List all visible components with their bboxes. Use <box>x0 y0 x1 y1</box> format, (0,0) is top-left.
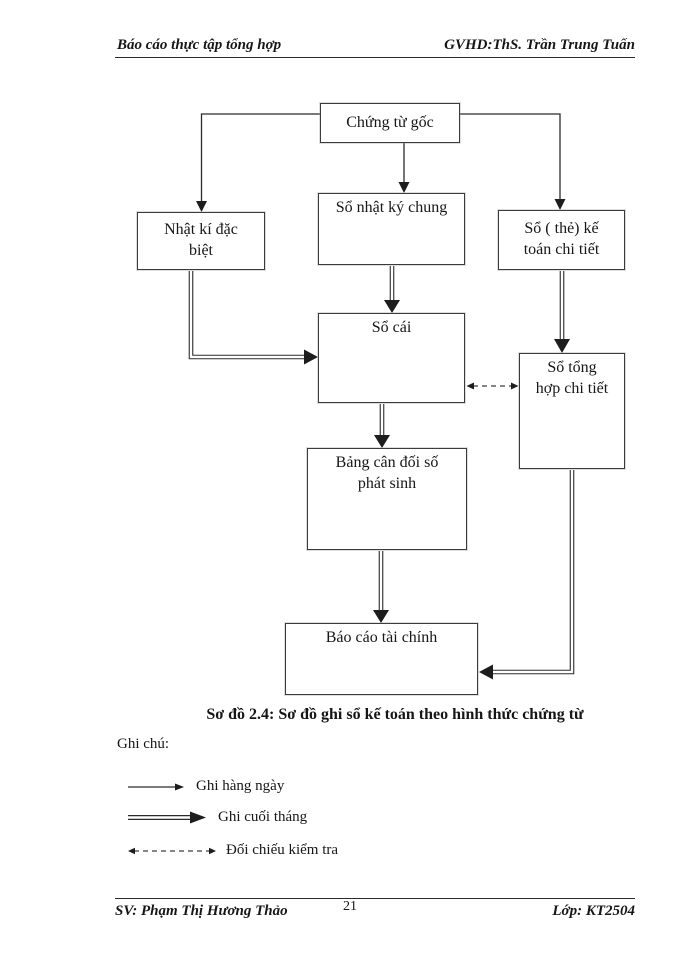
arrow-nhatki-to-socai <box>188 271 318 365</box>
node-nhat-ki-dac-biet: Nhật kí đặc biệt <box>137 212 265 270</box>
node-label: Sổ ( thẻ) kế toán chi tiết <box>523 220 600 258</box>
arrow-chungtu-to-nhatki <box>196 113 320 212</box>
header-rule <box>115 57 635 58</box>
node-label: Bảng cân đối số phát sinh <box>335 454 439 492</box>
node-so-the-ke-toan-chi-tiet: Sổ ( thẻ) kế toán chi tiết <box>498 210 625 270</box>
legend-item-monthly: Ghi cuối tháng <box>127 809 307 826</box>
legend-title: Ghi chú: <box>117 736 170 752</box>
legend-label: Ghi cuối tháng <box>218 809 308 825</box>
footer-class: Lớp: KT2504 <box>552 903 635 919</box>
header-report-title: Báo cáo thực tập tổng hợp <box>117 37 282 53</box>
footer-rule <box>115 898 635 899</box>
node-label: Chứng từ gốc <box>346 113 434 131</box>
node-label: Sổ cái <box>371 319 412 336</box>
arrow-sothe-to-sotonghop <box>554 271 570 353</box>
node-bang-can-doi-so-phat-sinh: Bảng cân đối số phát sinh <box>307 448 467 550</box>
arrow-socai-to-bangcandoi <box>374 404 390 448</box>
legend-item-daily: Ghi hàng ngày <box>127 778 284 795</box>
legend-item-check: Đối chiếu kiểm tra <box>127 842 338 859</box>
node-so-nhat-ky-chung: Sổ nhật ký chung <box>318 193 465 265</box>
solid-arrow-icon <box>128 783 184 790</box>
node-bao-cao-tai-chinh: Báo cáo tài chính <box>285 623 478 695</box>
dashed-arrow-icon <box>128 847 216 854</box>
footer-student: SV: Phạm Thị Hương Thảo <box>115 903 288 919</box>
arrow-nhatkychung-to-socai <box>384 266 400 313</box>
header-supervisor: GVHD:ThS. Trần Trung Tuấn <box>444 37 635 53</box>
arrow-chungtu-to-sothe <box>460 113 566 210</box>
legend-label: Ghi hàng ngày <box>196 778 285 794</box>
node-so-cai: Sổ cái <box>318 313 465 403</box>
double-arrow-icon <box>128 811 206 824</box>
node-so-tong-hop-chi-tiet: Sổ tổng hợp chi tiết <box>519 353 625 469</box>
node-label: Nhật kí đặc biệt <box>164 221 238 259</box>
arrow-chungtu-to-nhatkychung <box>398 143 410 193</box>
page-number: 21 <box>343 899 357 914</box>
arrow-socai-sotonghop-check <box>466 382 519 390</box>
node-chung-tu-goc: Chứng từ gốc <box>320 103 460 143</box>
node-label: Sổ nhật ký chung <box>335 199 448 216</box>
arrow-sotonghop-to-baocao <box>479 470 575 680</box>
arrow-bangcandoi-to-baocao <box>373 551 389 623</box>
legend-label: Đối chiếu kiểm tra <box>226 842 339 858</box>
node-label: Sổ tổng hợp chi tiết <box>535 359 609 397</box>
diagram-caption: Sơ đồ 2.4: Sơ đồ ghi sổ kế toán theo hìn… <box>206 706 584 723</box>
node-label: Báo cáo tài chính <box>325 629 438 646</box>
